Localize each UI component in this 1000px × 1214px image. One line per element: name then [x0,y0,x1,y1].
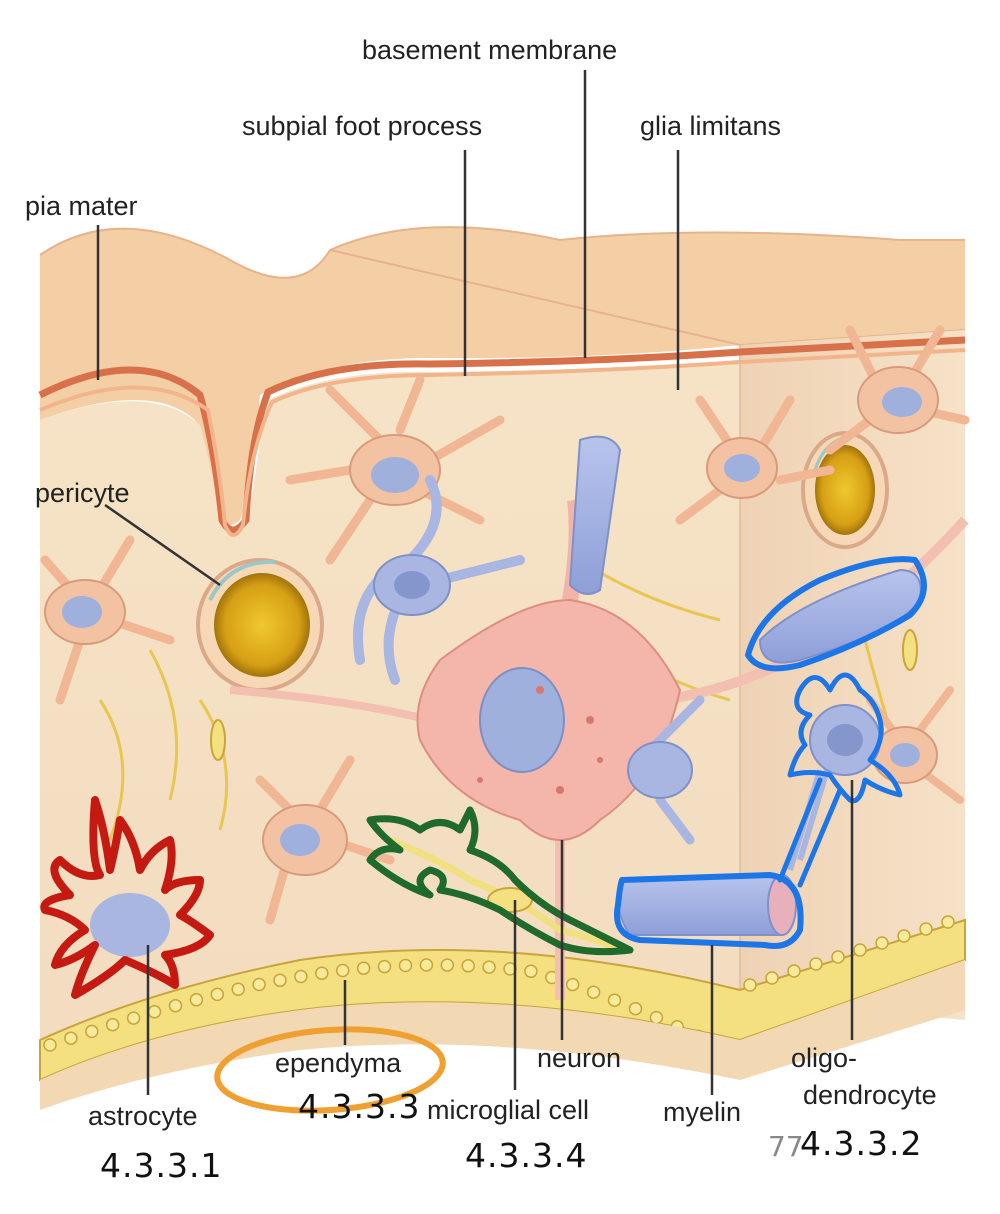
label-oligo-line1: oligo- [791,1043,858,1073]
ependymal-cell [210,987,225,1002]
blood-vessel-left [196,558,324,692]
ependymal-cell [809,957,823,971]
astrocyte-annotation-outline [40,796,214,999]
astrocyte-cell [255,755,395,925]
section-number-astrocyte: 4.3.3.1 [100,1146,223,1185]
ependymal-cell [231,982,245,996]
ependymal-cell [586,985,601,999]
label-ependyma: ependyma [275,1048,402,1078]
ependymal-cell [919,922,933,936]
oligodendrocyte-annotation-outline [614,556,927,949]
ependymal-cell [565,977,580,992]
label-pia-mater: pia mater [25,191,138,221]
ependymal-cell [43,1038,57,1052]
astrocyte-cell [40,535,175,705]
ependymal-cell [628,1001,643,1016]
ependymal-cell [743,978,757,992]
ependymal-cell [85,1024,99,1039]
astrocytes-background [40,325,970,925]
ependymal-cell [853,943,867,957]
ependymal-cell [126,1011,141,1025]
ependymal-cell [398,958,413,973]
ependymal-cell [461,959,475,973]
label-neuron: neuron [537,1043,622,1073]
ependymal-cell [897,929,911,943]
ependymal-cell [315,966,329,980]
ependymal-cell [64,1031,78,1045]
label-myelin: myelin [663,1097,742,1127]
ependymal-cell [482,960,496,974]
ependymal-cell [649,1010,664,1025]
label-oligo-line2: dendrocyte [803,1080,937,1110]
pial-membrane-lines [38,336,966,537]
section-number-oligodendrocyte: 4.3.3.2 [800,1124,923,1163]
ependymal-cell [875,936,889,950]
label-pericyte: pericyte [35,478,130,508]
ependymal-cell [831,950,845,964]
ependymal-cell [607,993,622,1007]
oligodendrocyte-and-myelin [617,568,922,936]
label-astrocyte: astrocyte [88,1101,198,1131]
ependymal-cell [356,961,371,975]
astrocyte-cell [675,395,835,525]
ependyma-annotation-outline [214,1026,446,1114]
microglia-annotation-outline [366,806,634,956]
label-subpial-foot-process: subpial foot process [242,111,483,141]
blood-vessel-right [801,431,889,549]
ependymal-cell [294,969,308,984]
microglia-green-outline [366,806,634,956]
astrocyte-cell [825,325,970,455]
ependymal-cell [147,1005,162,1019]
ependymal-cell [252,977,266,992]
label-microglial-cell: microglial cell [427,1095,590,1125]
ependymal-cell [440,958,455,972]
ependymal-cell [419,958,434,972]
leader-lines [96,70,854,1095]
section-number-microglial: 4.3.3.4 [465,1136,588,1175]
ependymal-cell [335,963,350,978]
ependymal-cell [105,1017,120,1032]
label-basement-membrane: basement membrane [362,35,618,65]
astrocyte-cell [285,375,505,565]
page-number: 77 [768,1130,804,1163]
section-number-ependyma: 4.3.3.3 [298,1087,421,1126]
ependymal-cell [377,959,392,974]
ependymal-cell [787,964,801,978]
ependymal-cell [765,971,779,985]
astrocyte-red-outline [40,796,214,999]
label-glia-limitans: glia limitans [640,111,782,141]
ependymal-cell [524,964,538,979]
blue-glial-cells [353,435,705,845]
ependyma-layer [39,915,966,1110]
ependymal-cell [189,993,204,1007]
ependymal-cell [168,998,183,1013]
ependymal-cell [941,915,955,929]
ependymal-cell [273,973,287,988]
